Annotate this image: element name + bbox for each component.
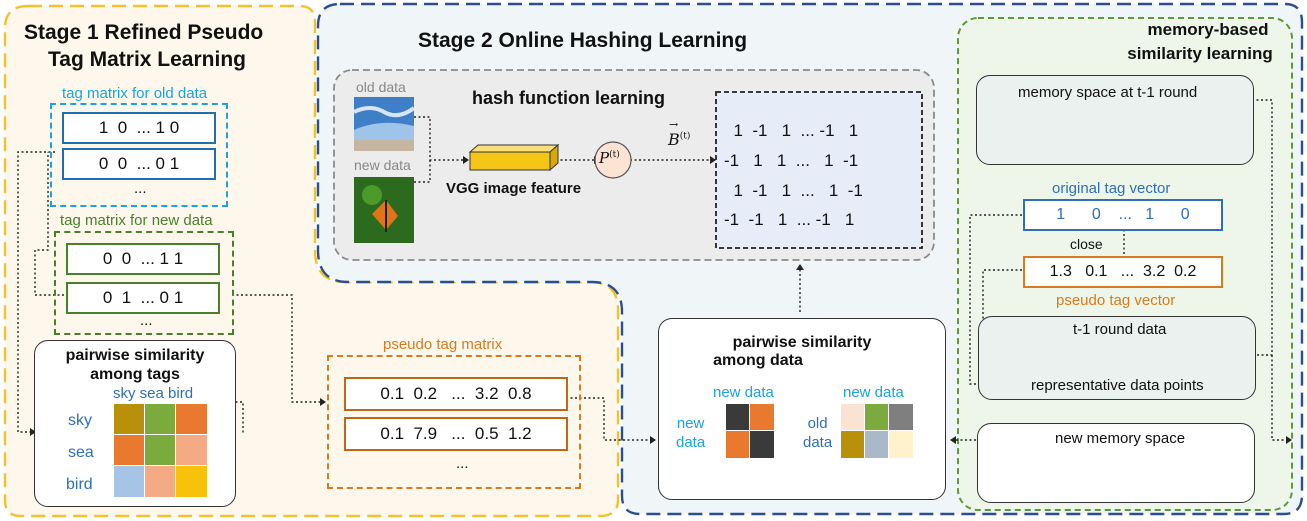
vgg-label: VGG image feature	[446, 180, 582, 197]
tag-similarity-cell	[144, 403, 177, 436]
b-row-1: 1 -1 1 ... -1 1	[724, 121, 859, 140]
pseudo-row-1: 0.1 0.2 ... 3.2 0.8	[344, 377, 568, 411]
pseudo-tag-matrix-label: pseudo tag matrix	[383, 336, 503, 353]
new-tag-row-2: 0 1 ... 0 1	[66, 282, 220, 314]
tag-similarity-cell	[144, 465, 177, 498]
new-tag-matrix-box	[54, 231, 234, 335]
tags-similarity-grid	[113, 403, 208, 498]
stage2-title: Stage 2 Online Hashing Learning	[418, 29, 748, 52]
data-similarity-new-cell	[749, 403, 775, 432]
close-label: close	[1070, 236, 1103, 252]
data-similarity-old-cell	[840, 403, 866, 432]
old-tag-matrix-label: tag matrix for old data	[58, 85, 212, 102]
b-row-4: -1 -1 1 ... -1 1	[724, 210, 855, 229]
tag-similarity-cell	[113, 434, 146, 467]
data-similarity-old-cell	[888, 430, 914, 459]
pseudo-row-2: 0.1 7.9 ... 0.5 1.2	[344, 417, 568, 451]
tag-row-label-bird: bird	[66, 476, 93, 493]
t1-round-data-box	[978, 316, 1256, 400]
t1-round-data-label: t-1 round data	[1073, 321, 1167, 338]
new-tag-row-1: 0 0 ... 1 1	[66, 243, 220, 275]
pseudo-ellipsis: ...	[456, 455, 469, 472]
old-data-image	[353, 97, 416, 151]
data-similarity-new-cell	[725, 430, 751, 459]
original-tag-row: 1 0 ... 1 0	[1023, 199, 1223, 231]
new-data-header-2: new data	[843, 384, 904, 401]
b-row-2: -1 1 1 ... 1 -1	[724, 151, 859, 170]
representative-points-label: representative data points	[1031, 377, 1204, 394]
pseudo-tag-matrix-box	[327, 355, 581, 489]
p-circle	[594, 141, 632, 179]
new-memory-space-label: new memory space	[1055, 430, 1186, 447]
data-similarity-old-cell	[840, 430, 866, 459]
new-data-image	[354, 177, 414, 243]
old-tag-row-2: 0 0 ... 0 1	[62, 148, 216, 180]
pseudo-tag-row: 1.3 0.1 ... 3.2 0.2	[1023, 256, 1223, 288]
tags-similarity-title-2: among tags	[90, 366, 180, 383]
data-similarity-new-cell	[749, 430, 775, 459]
tag-row-label-sky: sky	[68, 412, 92, 429]
b-matrix-box	[715, 91, 923, 249]
tag-row-label-sea: sea	[68, 444, 94, 461]
tag-similarity-cell	[175, 465, 208, 498]
new-data-header-1: new data	[713, 384, 774, 401]
old-data-side: old data	[803, 415, 833, 451]
tag-similarity-cell	[144, 434, 177, 467]
data-similarity-grid-old	[840, 403, 915, 459]
new-tag-matrix-label: tag matrix for new data	[56, 212, 217, 229]
data-similarity-old-cell	[864, 430, 890, 459]
data-similarity-old-cell	[864, 403, 890, 432]
b-symbol: →B(t)	[668, 118, 691, 149]
data-similarity-title-2: among data	[713, 352, 803, 369]
tag-similarity-cell	[113, 465, 146, 498]
original-tag-label: original tag vector	[1052, 180, 1171, 197]
old-data-label: old data	[356, 79, 406, 95]
data-similarity-grid-new	[725, 403, 775, 459]
old-tag-matrix-box	[50, 103, 228, 207]
memory-space-label: memory space at t-1 round	[1018, 84, 1198, 101]
memory-title-2: similarity learning	[1127, 44, 1273, 63]
new-tag-ellipsis: ...	[140, 312, 153, 329]
vgg-feature-block	[468, 143, 560, 172]
data-similarity-title-1: pairwise similarity	[732, 334, 872, 351]
new-data-label: new data	[354, 157, 411, 173]
stage1-title-line1: Stage 1 Refined Pseudo	[24, 21, 264, 44]
new-memory-space-box	[977, 423, 1255, 503]
tag-similarity-cell	[175, 403, 208, 436]
memory-title-1: memory-based	[1147, 20, 1269, 39]
tag-similarity-cell	[113, 403, 146, 436]
old-tag-row-1: 1 0 ... 1 0	[62, 112, 216, 144]
new-data-side: new data	[676, 415, 706, 451]
data-similarity-old-cell	[888, 403, 914, 432]
pseudo-tag-vector-label: pseudo tag vector	[1056, 292, 1176, 309]
b-row-3: 1 -1 1 ... 1 -1	[724, 181, 863, 200]
data-similarity-new-cell	[725, 403, 751, 432]
p-symbol: P(t)	[599, 149, 620, 167]
hash-function-title: hash function learning	[472, 88, 666, 108]
tags-similarity-title-1: pairwise similarity	[65, 347, 205, 364]
tag-similarity-cell	[175, 434, 208, 467]
memory-space-box	[976, 75, 1254, 165]
stage1-title-line2: Tag Matrix Learning	[48, 48, 246, 71]
old-tag-ellipsis: ...	[134, 180, 147, 197]
tags-header: sky sea bird	[113, 385, 194, 402]
